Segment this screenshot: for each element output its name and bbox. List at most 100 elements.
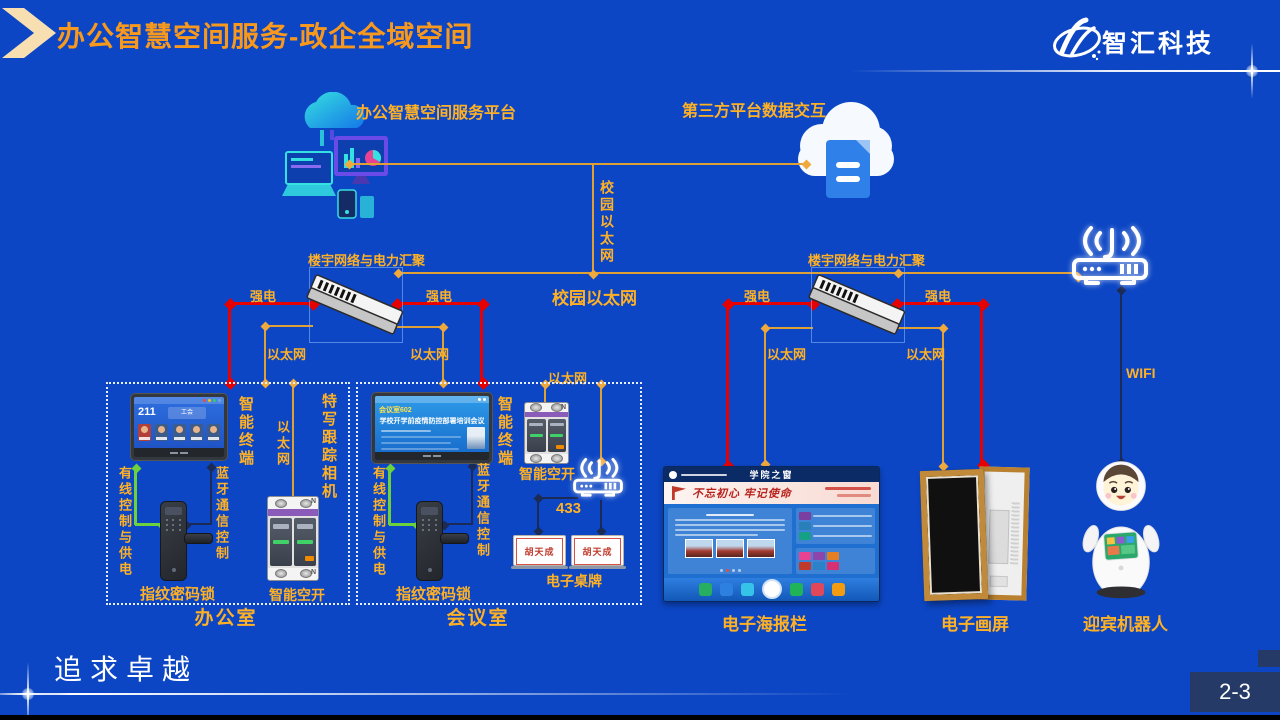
room-number: 211 (138, 406, 156, 418)
banner-slogan: 不忘初心 牢记使命 (692, 487, 792, 500)
header-divider (850, 70, 1280, 72)
ethernet-line (942, 328, 944, 466)
bottom-bar (0, 715, 1280, 720)
flag-icon (672, 486, 686, 500)
aggregation-label-right: 楼宇网络与电力汇聚 (808, 253, 926, 268)
photo-thumb (685, 538, 714, 558)
page-number-accent (1258, 650, 1280, 667)
desk-router-icon (572, 455, 624, 499)
meeting-room-number: 会议室602 (379, 407, 412, 414)
aggregation-switch-icon (306, 274, 404, 335)
screen-bottombar (375, 452, 489, 460)
ethernet-line (397, 326, 443, 328)
avatar (189, 424, 203, 441)
power-diamond (722, 298, 735, 311)
lock-handle (184, 533, 213, 544)
attendee-avatars (138, 424, 220, 441)
ethernet-line (544, 384, 546, 404)
desk-card-base (511, 566, 568, 569)
meeting-title: 会议室 (446, 608, 510, 629)
desk-card-base (569, 566, 626, 569)
robot-label: 迎宾机器人 (1083, 615, 1168, 634)
third-party-label: 第三方平台数据交互 (682, 103, 827, 120)
wired-control-label: 有线控制与供电 (371, 466, 386, 578)
power-label: 强电 (925, 289, 952, 304)
screen-statusbar (375, 396, 489, 403)
bluetooth-line (444, 523, 472, 525)
painting-frame-front (919, 468, 989, 602)
rf-link-line (538, 497, 578, 499)
bluetooth-line (471, 466, 473, 525)
screen-bottombar (134, 448, 224, 457)
node-diamond (938, 323, 949, 334)
company-name: 智汇科技 (1102, 30, 1215, 58)
breaker-switch (270, 518, 292, 566)
backbone-line (398, 272, 1078, 274)
ethernet-line (765, 327, 813, 329)
ethernet-line (265, 325, 313, 327)
wired-control-label: 有线控制与供电 (117, 466, 132, 578)
node-diamond (760, 323, 771, 334)
smart-breaker: N (524, 402, 569, 464)
power-label: 强电 (250, 289, 277, 304)
cloud-link-line (349, 163, 806, 165)
page-number: 2-3 (1190, 672, 1280, 712)
lock-label: 指纹密码锁 (396, 586, 472, 603)
avatar (138, 424, 151, 441)
ethernet-vertical-label: 以太网 (275, 420, 290, 468)
dock-icon (831, 582, 845, 596)
dock-icon (719, 582, 733, 596)
avatar (172, 424, 186, 441)
campus-ethernet-vertical-label: 校园以太网 (599, 180, 615, 265)
wired-control-line (135, 523, 163, 526)
office-terminal-screen: 211 工会 (134, 397, 224, 457)
office-room-box (106, 382, 350, 605)
neutral-label: N (310, 568, 316, 576)
meeting-display: 会议室602 学校开学前疫情防控部署培训会议 (371, 392, 493, 464)
terminal-label: 智能终端 (237, 396, 254, 468)
switch-selection-box (309, 267, 403, 343)
power-diamond (224, 298, 237, 311)
wired-control-line (389, 523, 418, 526)
poster-banner: 不忘初心 牢记使命 (664, 482, 879, 504)
ethernet-label: 以太网 (267, 347, 307, 362)
aggregation-switch-icon (808, 274, 906, 335)
wifi-router-icon (1070, 222, 1150, 288)
ethernet-label: 以太网 (410, 347, 450, 362)
document-icon (826, 140, 870, 198)
ethernet-line (600, 384, 602, 461)
desk-card-name: 胡天成 (574, 538, 621, 565)
power-line (230, 302, 313, 305)
power-label: 强电 (426, 289, 453, 304)
poster-header: 学院之窗 (664, 467, 879, 482)
rf-link-line (600, 500, 602, 531)
breaker-switch (547, 418, 566, 452)
ethernet-line (897, 327, 943, 329)
power-line (980, 303, 983, 465)
banner-subline (837, 494, 871, 497)
ethernet-line (292, 383, 294, 497)
wired-control-line (388, 468, 391, 525)
aggregation-label-left: 楼宇网络与电力汇聚 (308, 253, 426, 268)
wifi-link-line (1120, 290, 1122, 462)
bluetooth-label: 蓝牙通信控制 (214, 466, 229, 562)
sparkle-icon (0, 662, 60, 720)
rear-label (989, 575, 1008, 588)
welcome-robot (1082, 461, 1160, 599)
ethernet-label: 以太网 (906, 347, 946, 362)
meeting-chip: 工会 (168, 407, 206, 419)
desk-card-name: 胡天成 (516, 538, 563, 565)
ethernet-label: 以太网 (767, 347, 807, 362)
neutral-label: N (310, 498, 316, 505)
dock-icon (740, 582, 754, 596)
wall-mount (988, 509, 1010, 565)
power-line (726, 303, 729, 466)
chevron-icon (2, 8, 56, 58)
poster-label: 电子海报栏 (722, 615, 807, 634)
dock-icon (810, 582, 824, 596)
ethernet-line (264, 326, 266, 383)
bluetooth-line (210, 467, 212, 525)
desk-card: 胡天成 (571, 535, 624, 566)
avatar (207, 424, 220, 441)
